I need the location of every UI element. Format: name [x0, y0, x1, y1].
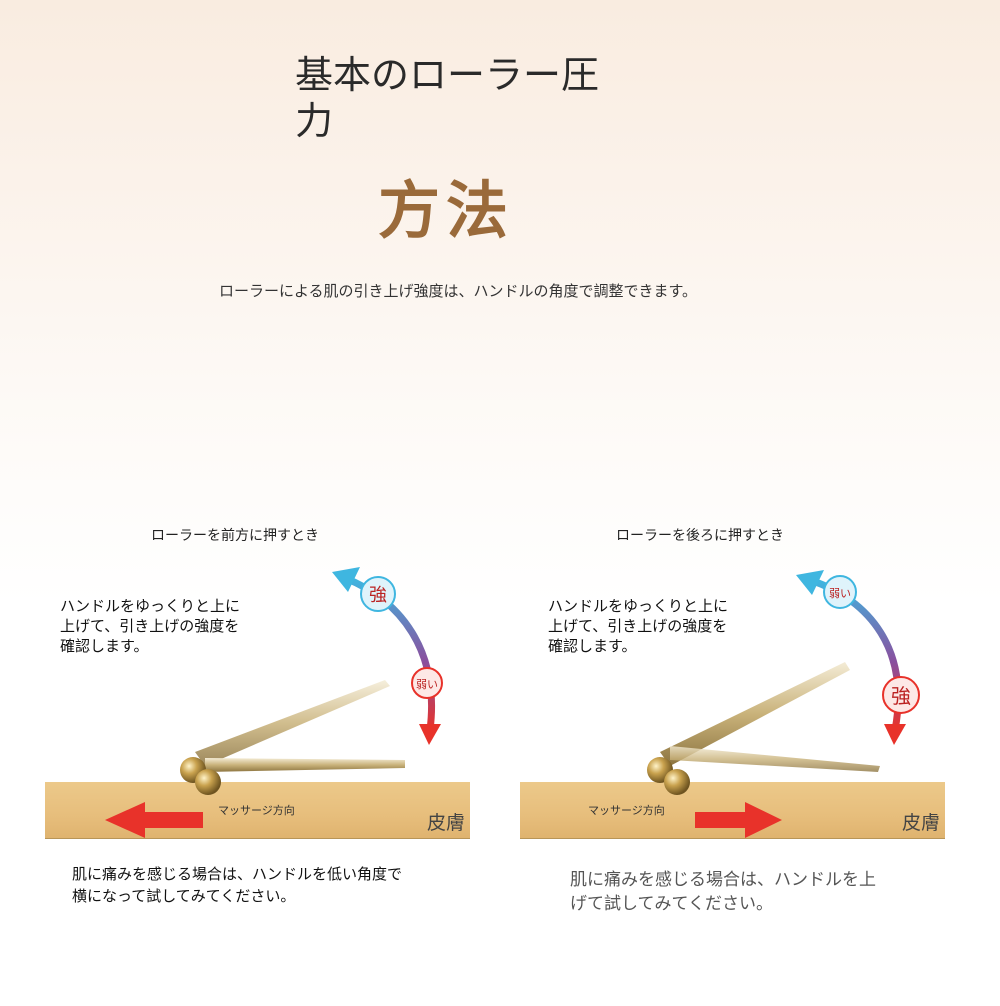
roller-illustration: 強 弱い [105, 567, 443, 838]
skin-label: 皮膚 [426, 812, 465, 834]
panel-backward: ローラーを後ろに押すとき ハンドルをゆっくりと上に上げて、引き上げの強度を確認し… [520, 520, 950, 990]
roller-handle-lower [205, 758, 405, 772]
arrow-head-down-icon [419, 724, 441, 745]
badge-bottom-text: 弱い [416, 678, 438, 691]
massage-arrow-left-icon [105, 802, 203, 838]
direction-label: マッサージ方向 [588, 804, 665, 817]
arrow-head-up-icon [796, 570, 824, 595]
skin-band [45, 782, 470, 839]
badge-top-text: 強 [369, 585, 387, 606]
subtitle: ローラーによる肌の引き上げ強度は、ハンドルの角度で調整できます。 [218, 282, 698, 300]
caution-note: 肌に痛みを感じる場合は、ハンドルを上げて試してみてください。 [570, 870, 876, 914]
massage-arrow-right-icon [695, 802, 782, 838]
roller-handle-upper [195, 680, 390, 766]
badge-bottom-circle [882, 676, 920, 714]
badge-top-text: 弱い [829, 587, 851, 600]
roller-handle-lower [670, 746, 880, 772]
roller-illustration: 弱い 強 [647, 570, 920, 838]
skin-band [520, 782, 945, 839]
title-line: 基本のローラー圧力 [295, 53, 600, 143]
caution-note: 肌に痛みを感じる場合は、ハンドルを低い角度で横になって試してみてください。 [72, 865, 403, 905]
roller-handle-upper [660, 662, 850, 766]
strength-curve-arrow [808, 576, 902, 731]
badge-bottom-circle [411, 667, 443, 699]
roller-ball-front [664, 769, 690, 795]
title-main: 方法 [378, 174, 515, 247]
panel-forward: ローラーを前方に押すとき ハンドルをゆっくりと上に上げて、引き上げの強度を確認し… [45, 520, 475, 990]
badge-top-circle [823, 575, 857, 609]
panel-heading: ローラーを前方に押すとき [151, 528, 319, 544]
badge-top-circle [360, 576, 396, 612]
instruction-text: ハンドルをゆっくりと上に上げて、引き上げの強度を確認します。 [60, 597, 241, 655]
badge-bottom-text: 強 [891, 684, 911, 708]
instruction-text: ハンドルをゆっくりと上に上げて、引き上げの強度を確認します。 [548, 597, 729, 655]
arrow-head-up-icon [332, 567, 360, 592]
direction-label: マッサージ方向 [218, 804, 295, 817]
arrow-head-down-icon [884, 724, 906, 745]
roller-ball-front [195, 769, 221, 795]
panel-heading: ローラーを後ろに押すとき [616, 528, 784, 544]
skin-label: 皮膚 [901, 812, 940, 834]
